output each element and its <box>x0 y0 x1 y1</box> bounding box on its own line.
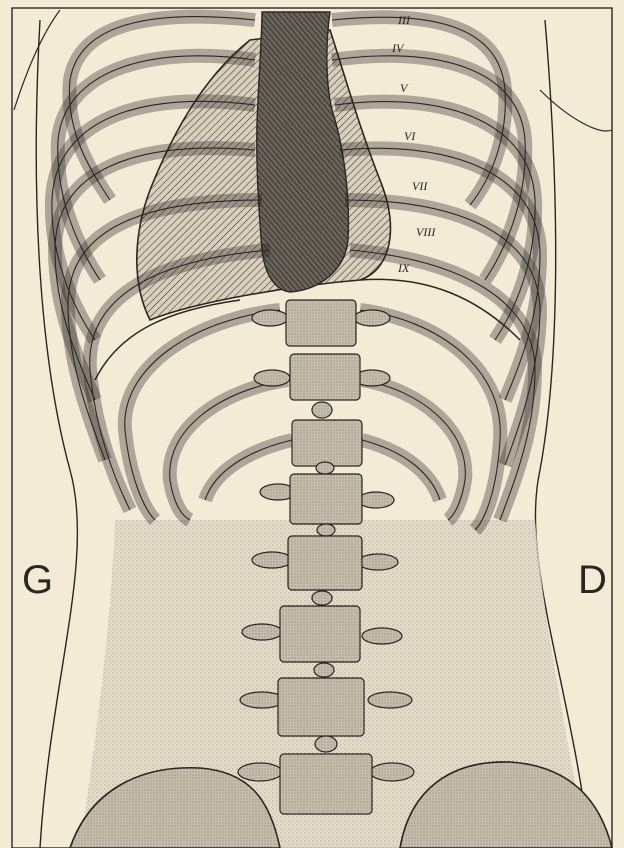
rib-number-5: V <box>400 81 409 95</box>
left-side-label: G <box>22 560 53 600</box>
rib-number-8: VIII <box>416 225 436 239</box>
rib-number-6: VI <box>404 129 416 143</box>
right-side-label: D <box>578 560 607 600</box>
rib-number-3: III <box>397 13 411 27</box>
rib-number-4: IV <box>391 41 405 55</box>
rib-number-7: VII <box>412 179 428 193</box>
rib-number-9: IX <box>397 261 410 275</box>
